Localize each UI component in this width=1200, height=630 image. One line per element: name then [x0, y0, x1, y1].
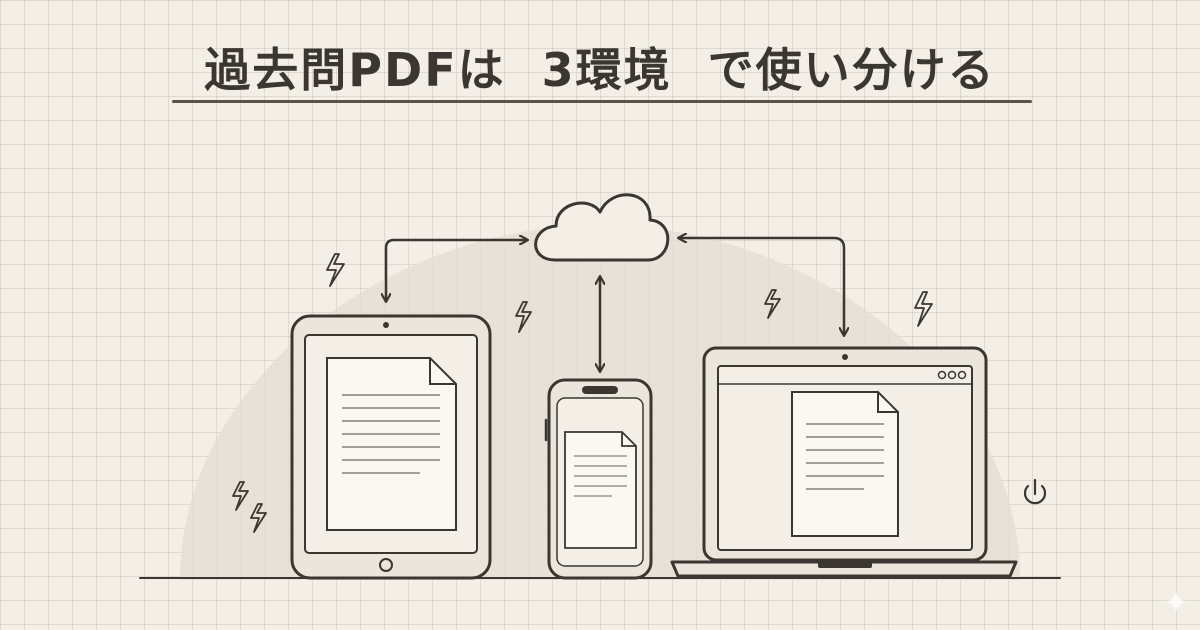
smartphone-icon: [544, 378, 653, 580]
document-icon: [564, 431, 637, 549]
lightning-icon: [764, 289, 781, 319]
title-underline: [172, 100, 1032, 103]
page-title: 過去問PDFは 3環境 で使い分ける: [204, 43, 996, 97]
power-icon: [1023, 478, 1047, 505]
sparkle-icon: [1166, 592, 1186, 612]
document-icon: [326, 357, 457, 531]
lightning-icon: [250, 503, 267, 533]
lightning-icon: [326, 253, 345, 287]
lightning-icon: [515, 301, 532, 333]
sync-arrow-icon: [680, 238, 844, 334]
document-icon: [791, 391, 899, 537]
tablet-icon: [290, 314, 492, 580]
sync-arrow-icon: [386, 240, 526, 300]
lightning-icon: [232, 481, 249, 511]
cloud-icon: [534, 193, 670, 262]
laptop-icon: [670, 346, 1018, 578]
lightning-icon: [914, 291, 933, 327]
